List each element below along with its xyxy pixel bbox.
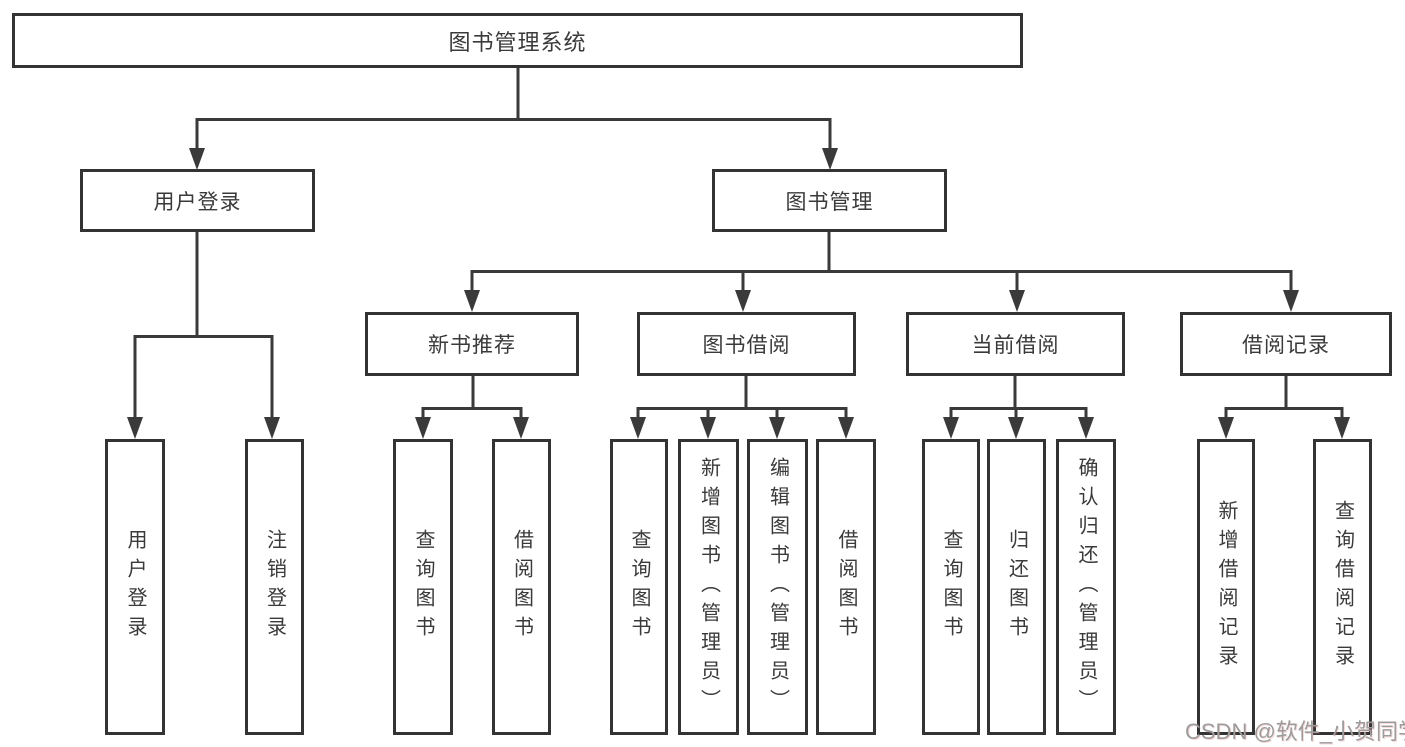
leaf-query-borrow-record-label: 查询借阅记录: [1331, 500, 1354, 674]
connector-current-borrowing-branch: [949, 376, 1088, 418]
leaf-query-books-1-label: 查询图书: [412, 529, 434, 645]
connector-user-login-branch: [133, 232, 274, 418]
node-borrowing-records-label: 借阅记录: [1242, 334, 1330, 357]
leaf-confirm-return-admin: 确认归还（管理员）: [1056, 439, 1116, 735]
arrow-down-icon: [735, 290, 751, 312]
arrow-down-icon: [769, 417, 785, 439]
node-book-borrowing: 图书借阅: [637, 312, 856, 376]
leaf-user-login-label: 用户登录: [124, 529, 146, 645]
arrow-down-icon: [1078, 417, 1094, 439]
leaf-query-books-3: 查询图书: [922, 439, 980, 735]
arrow-down-icon: [415, 417, 431, 439]
leaf-add-books-admin-label: 新增图书（管理员）: [697, 456, 720, 718]
leaf-query-books-2: 查询图书: [610, 439, 668, 735]
leaf-add-books-admin: 新增图书（管理员）: [678, 439, 739, 735]
connector-new-book-branch: [421, 376, 523, 418]
node-current-borrowing-label: 当前借阅: [971, 334, 1060, 357]
arrow-down-icon: [1334, 417, 1350, 439]
leaf-query-books-3-label: 查询图书: [940, 529, 962, 645]
node-user-login-label: 用户登录: [153, 190, 242, 214]
leaf-add-borrow-record-label: 新增借阅记录: [1215, 500, 1237, 674]
leaf-borrow-books-2: 借阅图书: [816, 439, 876, 735]
node-root-label: 图书管理系统: [448, 29, 587, 55]
leaf-logout-label: 注销登录: [263, 529, 286, 645]
arrow-down-icon: [264, 417, 280, 439]
arrow-down-icon: [513, 417, 529, 439]
node-book-management: 图书管理: [712, 169, 947, 232]
leaf-user-login: 用户登录: [105, 439, 165, 735]
connector-book-borrowing-branch: [636, 376, 848, 418]
arrow-down-icon: [1218, 417, 1234, 439]
arrow-down-icon: [464, 290, 480, 312]
arrow-down-icon: [1008, 417, 1024, 439]
leaf-borrow-books-1: 借阅图书: [492, 439, 551, 735]
arrow-down-icon: [943, 417, 959, 439]
leaf-return-books-label: 归还图书: [1005, 529, 1028, 645]
arrow-down-icon: [700, 417, 716, 439]
node-user-login: 用户登录: [80, 169, 315, 232]
connector-borrowing-records-branch: [1224, 376, 1344, 418]
leaf-confirm-return-admin-label: 确认归还（管理员）: [1075, 456, 1097, 718]
leaf-add-borrow-record: 新增借阅记录: [1197, 439, 1255, 735]
leaf-edit-books-admin-label: 编辑图书（管理员）: [766, 456, 789, 718]
leaf-return-books: 归还图书: [987, 439, 1046, 735]
node-new-book-recommend-label: 新书推荐: [428, 334, 516, 357]
leaf-query-books-1: 查询图书: [393, 439, 453, 735]
arrow-down-icon: [189, 148, 205, 170]
csdn-watermark: CSDN @软件_小贺同学: [1185, 719, 1405, 744]
arrow-down-icon: [1283, 290, 1299, 312]
arrow-down-icon: [630, 417, 646, 439]
connector-root-to-level2: [195, 68, 832, 151]
node-new-book-recommend: 新书推荐: [365, 312, 579, 376]
leaf-query-borrow-record: 查询借阅记录: [1313, 439, 1372, 735]
node-book-borrowing-label: 图书借阅: [702, 334, 791, 357]
node-current-borrowing: 当前借阅: [906, 312, 1125, 376]
connector-book-management-branch: [470, 232, 1293, 291]
leaf-query-books-2-label: 查询图书: [628, 529, 650, 645]
node-root-system: 图书管理系统: [12, 13, 1023, 68]
arrow-down-icon: [1009, 290, 1025, 312]
arrow-down-icon: [127, 417, 143, 439]
arrow-down-icon: [822, 148, 838, 170]
leaf-borrow-books-2-label: 借阅图书: [835, 529, 857, 645]
leaf-logout: 注销登录: [245, 439, 304, 735]
arrow-down-icon: [838, 417, 854, 439]
leaf-borrow-books-1-label: 借阅图书: [510, 529, 533, 645]
leaf-edit-books-admin: 编辑图书（管理员）: [747, 439, 808, 735]
node-book-management-label: 图书管理: [785, 190, 874, 214]
node-borrowing-records: 借阅记录: [1180, 312, 1392, 376]
